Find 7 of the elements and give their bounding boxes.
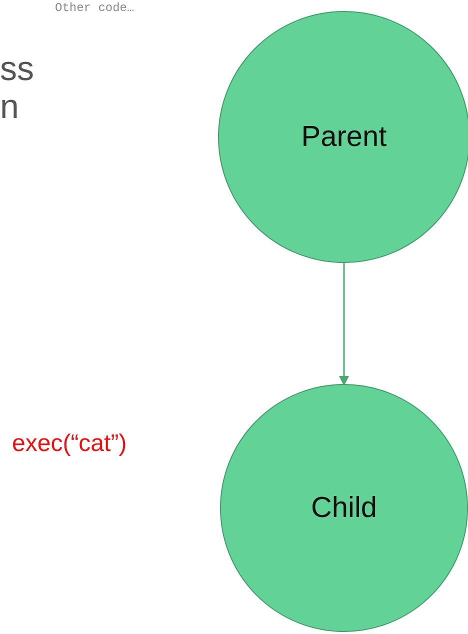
code-note: Other code… [55,1,134,15]
command-text: exec(“cat”) [12,430,127,458]
heading-fragment: n [0,88,19,127]
arrow [339,263,349,386]
heading-fragment: ss [0,50,34,89]
node-label: Child [310,492,378,524]
node-label: Parent [301,120,387,154]
